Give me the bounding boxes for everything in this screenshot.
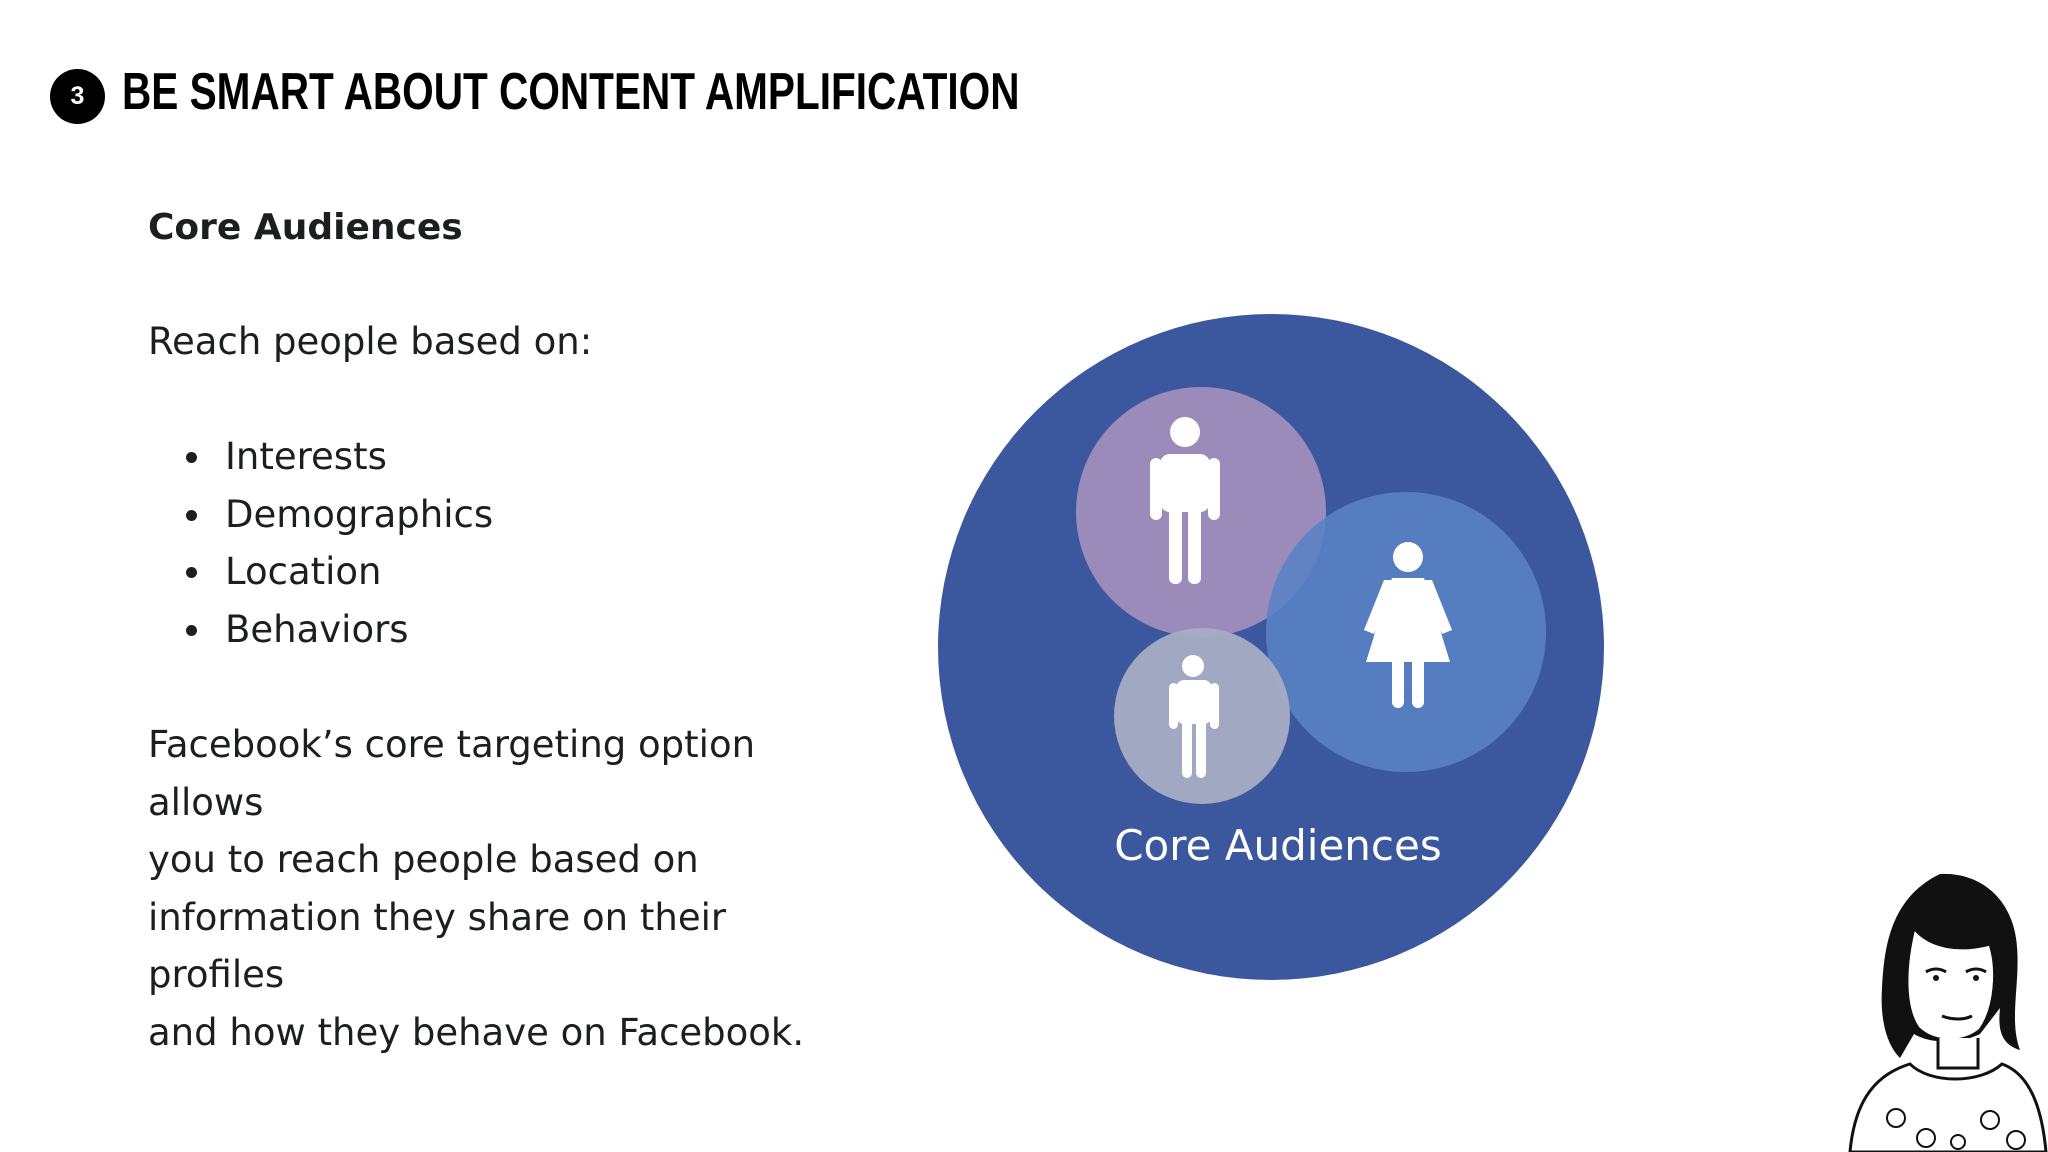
slide-header: 3 BE SMART ABOUT CONTENT AMPLIFICATION bbox=[50, 60, 1273, 124]
list-item: Behaviors bbox=[148, 601, 848, 659]
step-number-badge: 3 bbox=[50, 69, 105, 124]
description-line: you to reach people based on bbox=[148, 838, 699, 881]
list-item: Demographics bbox=[148, 486, 848, 544]
description-line: information they share on their profiles bbox=[148, 895, 727, 997]
criteria-label: Interests bbox=[225, 435, 387, 478]
child-icon bbox=[1169, 655, 1219, 778]
criteria-label: Demographics bbox=[225, 492, 494, 536]
slide-title: BE SMART ABOUT CONTENT AMPLIFICATION bbox=[122, 63, 1020, 121]
criteria-label: Behaviors bbox=[225, 607, 409, 651]
bullet-icon bbox=[186, 452, 197, 463]
diagram-label: Core Audiences bbox=[1114, 821, 1442, 870]
text-column: Core Audiences Reach people based on: In… bbox=[148, 200, 848, 1061]
description-paragraph: Facebook’s core targeting option allows … bbox=[148, 716, 848, 1061]
section-heading: Core Audiences bbox=[148, 207, 463, 248]
bullet-icon bbox=[186, 567, 197, 578]
criteria-list: Interests Demographics Location Behavior… bbox=[148, 428, 848, 658]
description-line: Facebook’s core targeting option allows bbox=[148, 723, 756, 824]
bullet-icon bbox=[186, 509, 197, 521]
presenter-avatar-icon bbox=[1848, 873, 2048, 1152]
criteria-label: Location bbox=[225, 550, 382, 593]
description-line: and how they behave on Facebook. bbox=[148, 1010, 805, 1054]
woman-icon bbox=[1364, 542, 1452, 708]
man-icon bbox=[1150, 417, 1220, 584]
bullet-icon bbox=[186, 624, 197, 636]
list-item: Interests bbox=[148, 428, 848, 486]
intro-text: Reach people based on: bbox=[148, 320, 593, 363]
list-item: Location bbox=[148, 543, 848, 601]
core-audiences-diagram: Core Audiences bbox=[938, 314, 1604, 980]
